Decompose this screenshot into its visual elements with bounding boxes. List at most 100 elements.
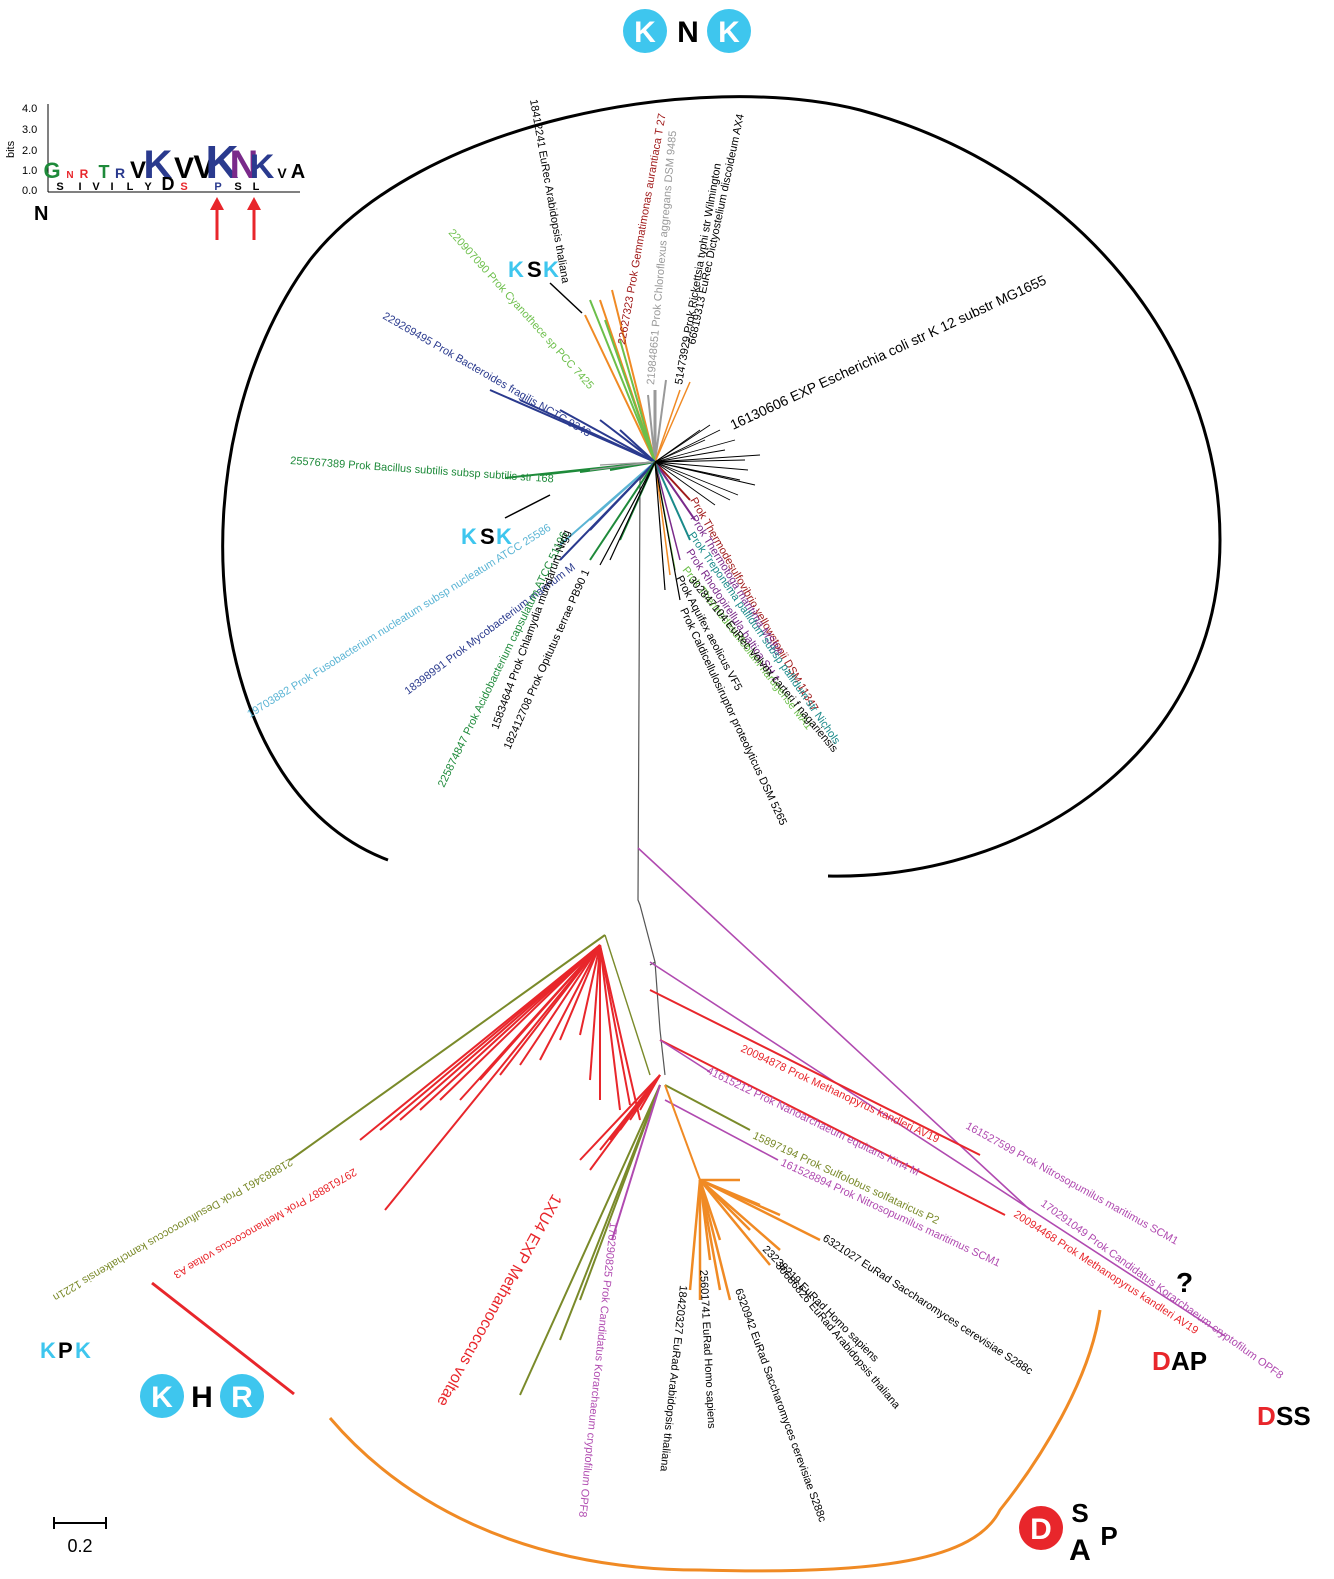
tree-branch [539,944,601,1061]
tree-branch [699,1179,751,1231]
tree-branch [611,1084,661,1241]
logo-tick-0: 0.0 [22,185,37,197]
tree-branch [654,381,691,463]
tree-branch [654,449,726,463]
tree-branch [698,1179,722,1241]
tree-branch [698,1179,712,1261]
logo-n-label: N [34,203,48,225]
logo-letter: R [80,167,89,181]
tree-branch [654,389,681,463]
tree-branch [698,1179,732,1301]
dss-rest: SS [1276,1401,1311,1431]
tree-branch [654,379,667,463]
logo-letter-minor: P [214,181,221,193]
taxon-label: 18420327 EuRad Arabidopsis thaliana [657,1285,689,1473]
bacterial-clade-arc [221,95,1222,878]
tree-branch [664,1084,751,1131]
knk-first: K [634,16,656,49]
khr-motif: K H R [140,1374,264,1418]
logo-letter-minor: S [234,181,241,193]
tree-branch [637,847,1031,1211]
logo-letter-minor: L [127,181,134,193]
taxon-label: 16130606 EXP Escherichia coli str K 12 s… [728,272,1049,433]
tree-branch [399,944,601,1121]
ksk-motif-bottom: K S K [461,494,551,549]
ksk-motif-top: K S K [508,257,583,314]
logo-letter: K [205,136,238,188]
dsap-top: S [1071,1498,1088,1528]
logo-letter: V [174,152,194,185]
tree-branch [654,454,761,463]
tree-branch [589,944,601,1081]
logo-tick-4: 4.0 [22,103,37,115]
tree-branch [419,944,601,1111]
bacterial-fan [489,289,761,601]
tree-branch [654,439,706,463]
tree-branch [619,429,656,463]
dap-motif: D AP [1152,1346,1207,1376]
tree-branch [654,461,666,591]
tree-branch [654,424,711,463]
tree-branch [659,1039,1006,1216]
logo-tick-3: 3.0 [22,124,37,136]
tree-branch [654,461,739,496]
dss-first: D [1257,1401,1276,1431]
taxon-label: 1XU4 EXP Methanococcus voltae [433,1191,564,1409]
dsap-motif: D S A P [1019,1498,1118,1567]
tree-branch [589,461,656,531]
kpk-motif: K P K [40,1338,91,1363]
tree-branch [699,1179,771,1266]
tree-branch [599,944,641,1121]
tree-branch [654,461,731,501]
taxon-label: 229269495 Prok Bacteroides fragilis NCTC… [381,310,593,439]
tree-branch [654,461,691,541]
ksk-top-first: K [508,257,524,282]
tree-branch [589,461,656,471]
logo-letter: N [66,170,73,181]
tree-branch [599,461,656,466]
dsap-first: D [1030,1513,1052,1546]
logo-letter-minor: V [92,181,100,193]
tree-branch [579,944,601,1036]
tree-branch [579,1074,661,1161]
kpk-first: K [40,1338,56,1363]
logo-y-axis-label: bits [5,140,17,158]
taxon-label: 161528894 Prok Nitrosopumilus maritimus … [779,1157,1002,1270]
logo-letter: V [193,149,215,185]
logo-letter-minor: I [78,181,81,193]
tree-branch [654,461,749,471]
dsap-bottom: A [1069,1534,1091,1567]
tree-branch [664,1084,701,1181]
khr-middle: H [191,1381,213,1414]
logo-letter: T [99,162,110,182]
taxon-label: 170290825 Prok Candidatus Korarchaeum cr… [576,1222,619,1518]
question-mark: ? [1176,1267,1193,1298]
red-arrow-1 [210,197,224,240]
tree-branch [479,944,601,1081]
tree-branch [619,339,656,463]
khr-last: R [231,1381,253,1414]
knk-last: K [718,16,740,49]
taxon-label: 51473929 Prok Rickettsia typhi str Wilmi… [673,162,724,385]
tree-branch [654,461,681,601]
logo-letter-minor: S [56,181,63,193]
tree-branch [654,461,716,506]
logo-tick-2: 2.0 [22,145,37,157]
ksk-top-last: K [543,257,559,282]
ksk-top-middle: S [527,257,542,282]
tree-branch [611,289,656,463]
rada-clade-arc [328,1309,1102,1573]
ksk-bottom-last: K [496,524,512,549]
ksk-bottom-middle: S [480,524,495,549]
knk-middle: N [677,16,699,49]
tree-branch [654,461,691,501]
logo-letter: K [144,143,173,187]
logo-letter-minor: I [110,181,113,193]
taxon-label: 6320942 EuRad Saccharomyces cerevisiae S… [732,1287,828,1524]
tree-branch [579,1084,661,1301]
logo-letter: A [291,161,305,183]
logo-letter-minor: L [253,181,260,193]
dap-rest: AP [1171,1346,1207,1376]
